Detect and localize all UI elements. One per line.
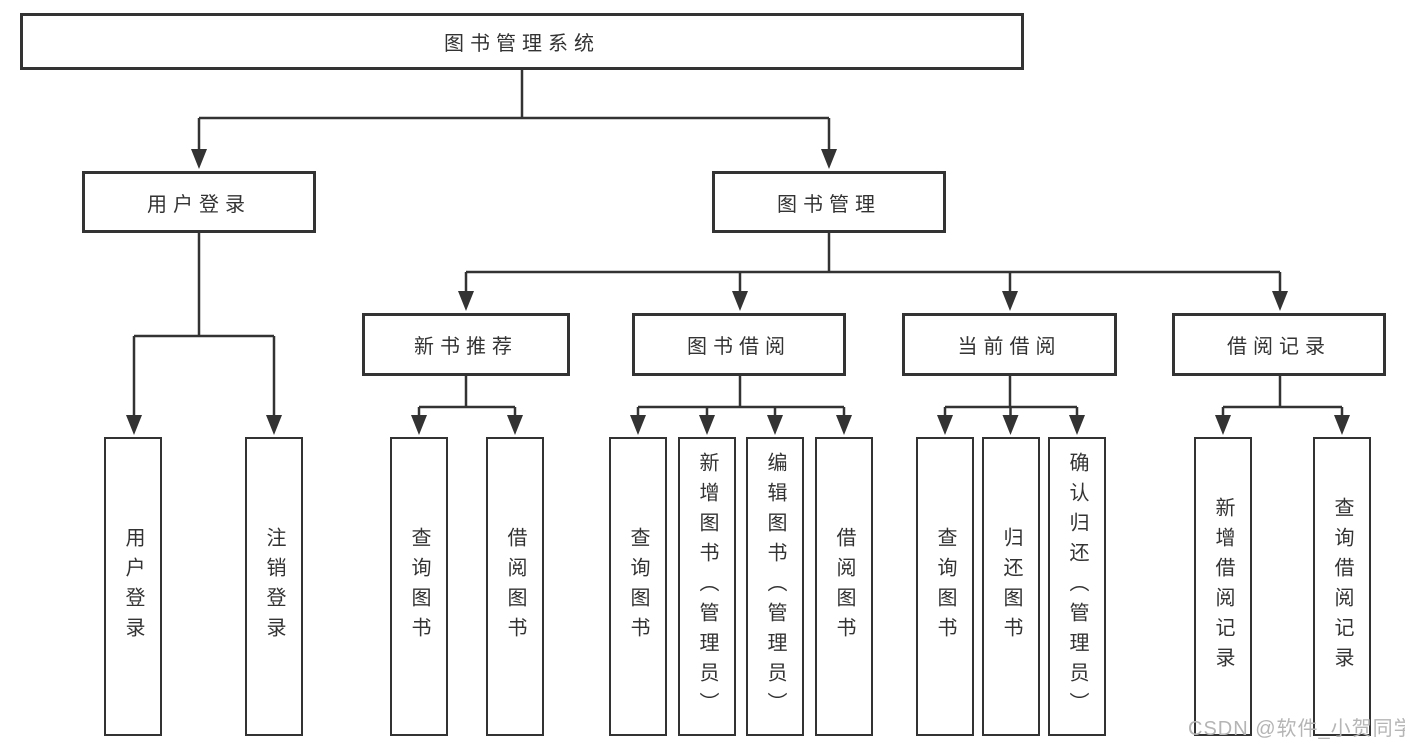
leaf-query-book-recommend: 查询图书 — [390, 437, 448, 736]
leaf-query-borrow-record: 查询借阅记录 — [1313, 437, 1371, 736]
wire-user-login-rail — [132, 233, 276, 420]
wire-book-borrow-rail — [636, 376, 846, 420]
leaf-logout: 注销登录 — [245, 437, 303, 736]
arrowheads — [126, 149, 1350, 435]
node-borrow-records: 借阅记录 — [1172, 313, 1386, 376]
wire-current-borrow-rail — [943, 376, 1079, 420]
watermark: CSDN @软件_小贺同学 — [1188, 718, 1405, 740]
leaf-user-login: 用户登录 — [104, 437, 162, 736]
leaf-add-book-admin: 新增图书（管理员） — [678, 437, 736, 736]
leaf-query-book-current: 查询图书 — [916, 437, 974, 736]
node-library-management-system: 图书管理系统 — [20, 13, 1024, 70]
wire-level2-rail — [197, 116, 831, 152]
node-current-borrow: 当前借阅 — [902, 313, 1117, 376]
leaf-edit-book-admin: 编辑图书（管理员） — [746, 437, 804, 736]
node-new-book-recommend: 新书推荐 — [362, 313, 570, 376]
leaf-confirm-return-admin: 确认归还（管理员） — [1048, 437, 1106, 736]
leaf-borrow-book-recommend: 借阅图书 — [486, 437, 544, 736]
wire-new-book-rail — [417, 376, 517, 420]
leaf-borrow-book: 借阅图书 — [815, 437, 873, 736]
node-user-login: 用户登录 — [82, 171, 316, 233]
leaf-query-book-borrow: 查询图书 — [609, 437, 667, 736]
node-book-management: 图书管理 — [712, 171, 946, 233]
wire-level3-rail — [464, 233, 1282, 296]
wire-borrow-records-rail — [1221, 376, 1344, 420]
leaf-add-borrow-record: 新增借阅记录 — [1194, 437, 1252, 736]
node-book-borrow: 图书借阅 — [632, 313, 846, 376]
leaf-return-book: 归还图书 — [982, 437, 1040, 736]
